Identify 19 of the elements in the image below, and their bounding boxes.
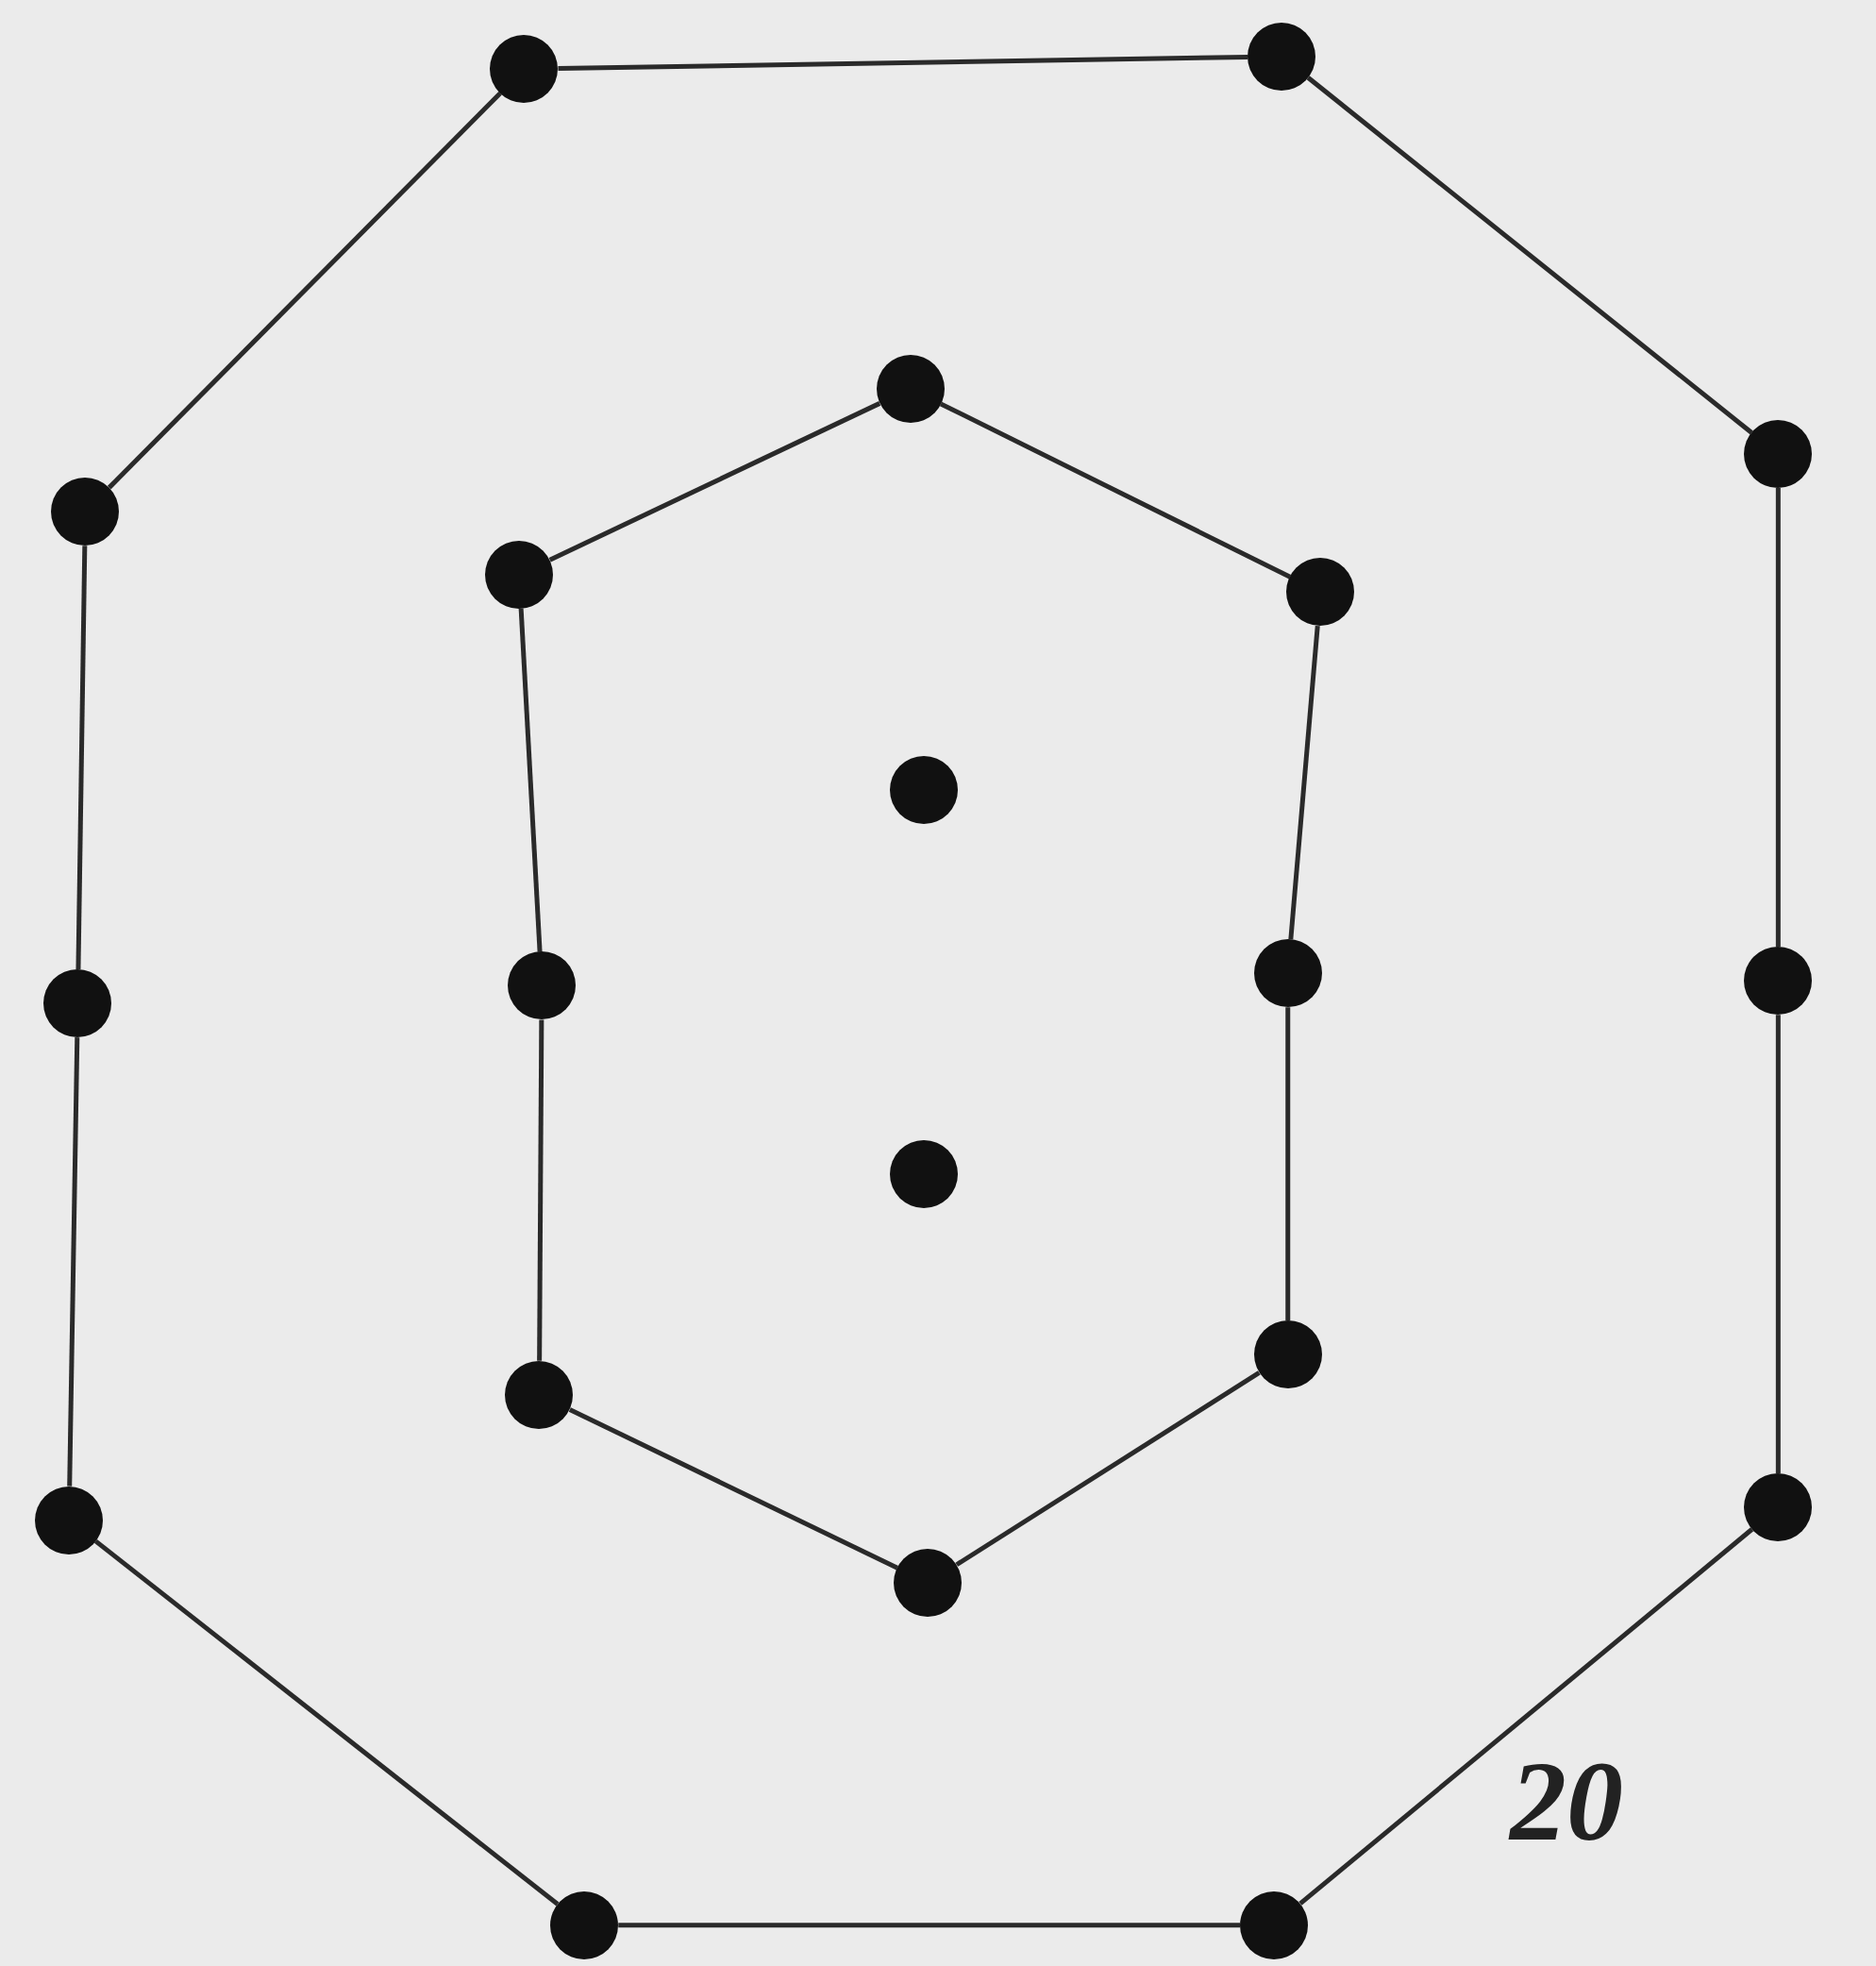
edge-line (939, 401, 1292, 580)
edge-line (518, 608, 543, 952)
edge-line (1285, 1007, 1291, 1321)
edge-line (75, 546, 88, 970)
edge-line (618, 1923, 1241, 1928)
edge-line (1288, 625, 1320, 940)
edge-line (1775, 488, 1781, 948)
edge-line (955, 1370, 1261, 1567)
figure-number: 20 (1510, 1738, 1623, 1866)
edge-line (1298, 1527, 1754, 1906)
edge-line (537, 1019, 544, 1361)
edge-line (568, 1407, 899, 1571)
edge-line (548, 401, 881, 563)
edge-line (1775, 1015, 1781, 1474)
edge-line (93, 1538, 560, 1907)
edge-line (1306, 76, 1753, 435)
edge-line (67, 1037, 80, 1487)
edge-line (107, 91, 502, 490)
edge-line (558, 54, 1248, 71)
